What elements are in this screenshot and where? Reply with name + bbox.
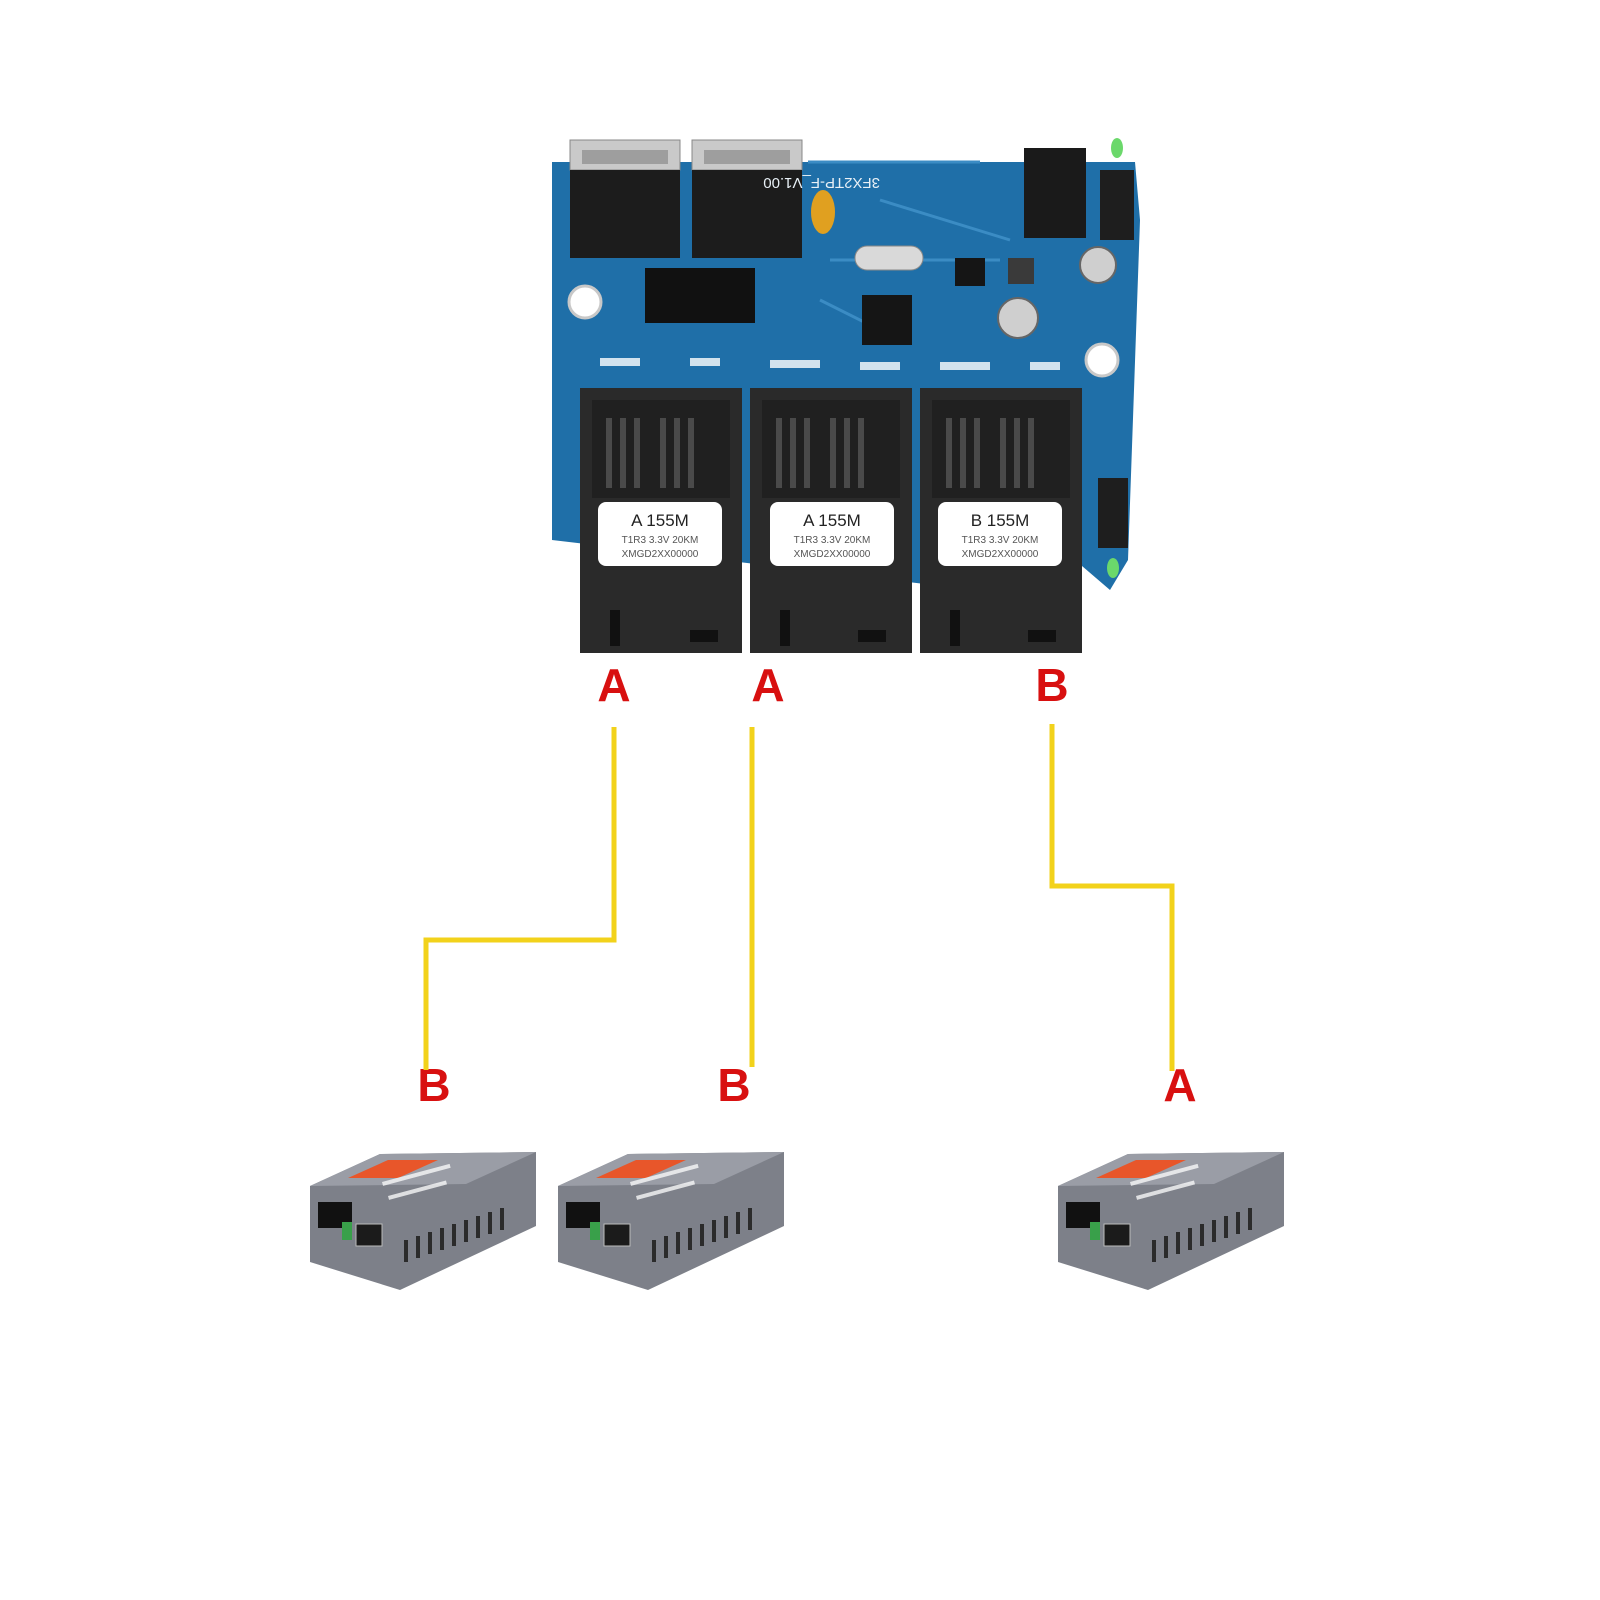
led-green-top bbox=[1111, 138, 1123, 158]
rj45-port-2 bbox=[691, 139, 803, 258]
board-silkscreen: 3FX2TP-F_V1.00 bbox=[763, 174, 880, 191]
switch-ic bbox=[862, 295, 912, 345]
fiber-module-2: A 155M T1R3 3.3V 20KM XMGD2XX00000 bbox=[750, 388, 912, 653]
board-port-letter-3: B bbox=[1035, 659, 1069, 711]
yellow-capacitor bbox=[811, 190, 835, 234]
fiber-module-1: A 155M T1R3 3.3V 20KM XMGD2XX00000 bbox=[580, 388, 742, 653]
converter-port-letter-1: B bbox=[417, 1059, 451, 1111]
pcb-substrate bbox=[552, 162, 1140, 600]
media-converter-3 bbox=[1058, 1152, 1284, 1290]
module-2-label: A 155M bbox=[803, 511, 861, 530]
fiber-cable-1 bbox=[423, 727, 617, 1070]
fiber-module-3: B 155M T1R3 3.3V 20KM XMGD2XX00000 bbox=[920, 388, 1082, 653]
module-3-serial: XMGD2XX00000 bbox=[962, 549, 1039, 560]
module-3-label: B 155M bbox=[971, 511, 1030, 530]
board-port-letter-1: A bbox=[597, 659, 631, 711]
mounting-hole bbox=[567, 284, 603, 320]
dc-power-jack bbox=[1024, 148, 1086, 238]
electrolytic-capacitor bbox=[997, 297, 1039, 339]
module-1-serial: XMGD2XX00000 bbox=[622, 549, 699, 560]
switch-pcb-board: 3FX2TP-F_V1.00 bbox=[552, 138, 1140, 600]
transformer bbox=[645, 268, 755, 323]
converter-port-letter-2: B bbox=[717, 1059, 751, 1111]
module-1-label: A 155M bbox=[631, 511, 689, 530]
module-1-spec: T1R3 3.3V 20KM bbox=[622, 535, 699, 546]
module-3-spec: T1R3 3.3V 20KM bbox=[962, 535, 1039, 546]
rj45-port-1 bbox=[569, 139, 681, 258]
board-port-letter-2: A bbox=[751, 659, 785, 711]
crystal bbox=[854, 245, 924, 271]
fiber-cable-3 bbox=[1049, 724, 1175, 1071]
module-2-serial: XMGD2XX00000 bbox=[794, 549, 871, 560]
media-converter-1 bbox=[310, 1152, 536, 1290]
module-2-spec: T1R3 3.3V 20KM bbox=[794, 535, 871, 546]
media-converter-2 bbox=[558, 1152, 784, 1290]
converter-port-letter-3: A bbox=[1163, 1059, 1197, 1111]
